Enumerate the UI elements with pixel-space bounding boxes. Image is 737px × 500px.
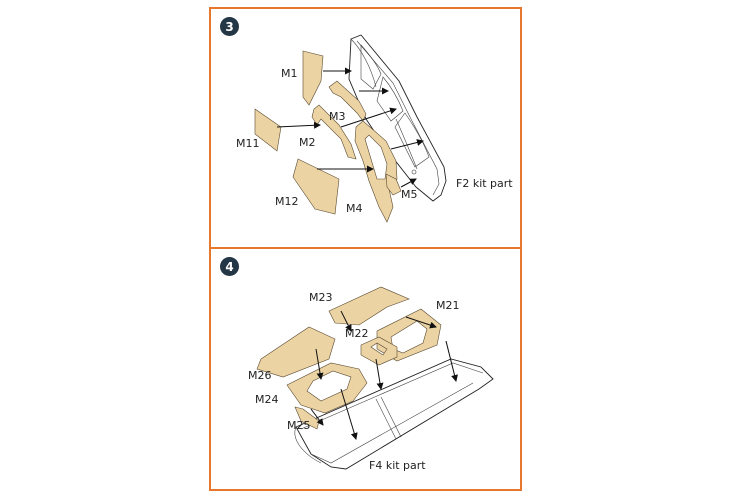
label-m26: M26 [248, 369, 272, 382]
mask-part-m12 [292, 158, 340, 215]
label-m25: M25 [287, 419, 311, 432]
kit-part-label: F4 kit part [369, 459, 426, 472]
label-m23: M23 [309, 291, 333, 304]
f4-windscreen-part [294, 358, 494, 470]
label-m12: M12 [275, 195, 299, 208]
step-number-badge: 3 [220, 17, 239, 36]
kit-part-label: F2 kit part [456, 177, 513, 190]
step-4-diagram: M23 M21 M22 M26 M24 M25 F4 kit part [248, 286, 494, 472]
label-m21: M21 [436, 299, 460, 312]
label-m11: M11 [236, 137, 260, 150]
label-m2: M2 [299, 136, 316, 149]
label-m1: M1 [281, 67, 298, 80]
mask-part-m23 [328, 286, 410, 326]
label-m24: M24 [255, 393, 279, 406]
step-3-diagram: M1 M3 M11 M2 M12 M4 M5 F2 kit part [236, 34, 513, 223]
mask-part-m4 [354, 120, 398, 223]
mask-part-m11 [254, 108, 282, 152]
mask-part-m24 [286, 362, 368, 414]
label-m4: M4 [346, 202, 363, 215]
mask-part-m26 [256, 326, 336, 378]
step-number-badge: 4 [220, 257, 239, 276]
label-m5: M5 [401, 188, 418, 201]
mask-part-m5 [385, 173, 402, 196]
label-m22: M22 [345, 327, 369, 340]
step-3-panel: 3 [209, 7, 522, 249]
mask-part-m22 [360, 336, 398, 366]
step-4-panel: 4 M23 M21 M [209, 247, 522, 491]
label-m3: M3 [329, 110, 346, 123]
mask-part-m1 [302, 50, 324, 106]
